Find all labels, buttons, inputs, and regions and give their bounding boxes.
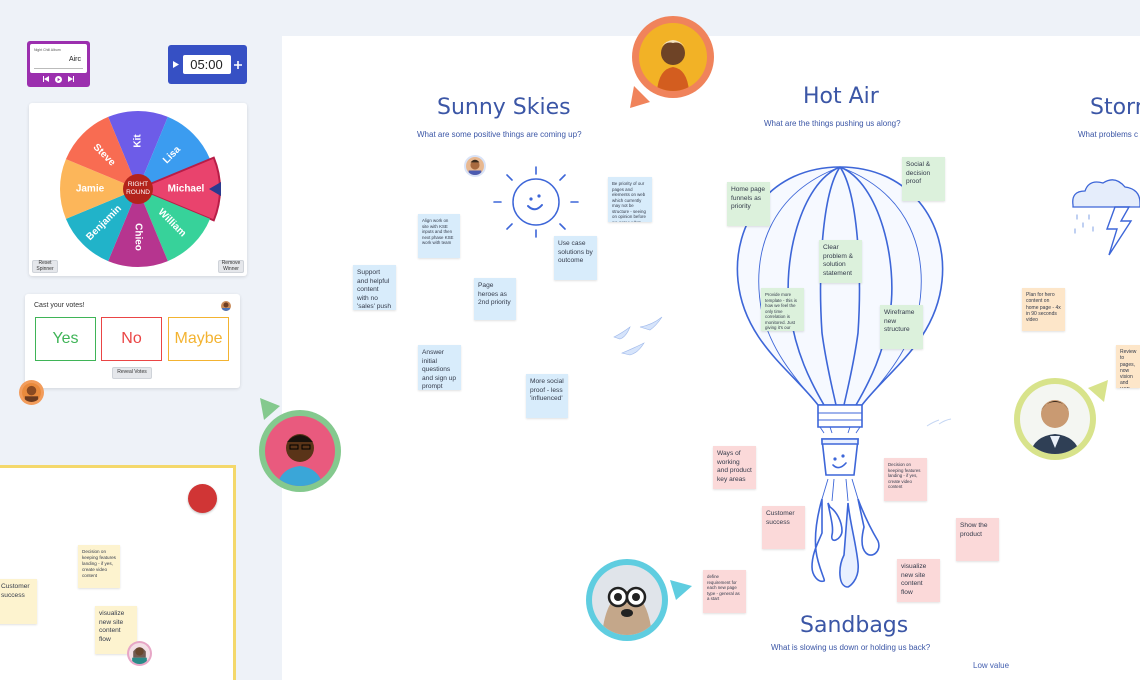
cursor-pointer-icon [670,580,692,600]
sticky-note[interactable]: visualize new site content flow [897,559,940,602]
sticky-note[interactable]: define requirement for each new page typ… [703,570,746,613]
sticky-note[interactable]: Customer success [0,579,37,624]
vote-maybe-label: Maybe [174,330,223,347]
prev-icon[interactable] [43,76,49,82]
wheel-slice [108,189,168,267]
avatar [221,301,231,311]
sticky-note[interactable]: Review to pages, now vision and KSE def … [1116,345,1140,388]
sticky-note[interactable]: Align work on site with KSE inputs and t… [418,214,460,258]
wheel-slice-label: Chieo [132,223,143,251]
vote-no-button[interactable]: No [101,317,162,361]
section-title-hot-air: Hot Air [803,84,879,109]
collaborator-avatar [259,410,341,492]
collaborator-avatar [632,16,714,98]
sticky-note[interactable]: Support and helpful content with no 'sal… [353,265,396,310]
sticky-note[interactable]: Decision on keeping features landing - i… [78,545,120,588]
sticky-note[interactable]: Use case solutions by outcome [554,236,597,280]
wheel-center-label: ROUND [126,189,150,196]
avatar [464,155,486,177]
wheel-slice-label: Jamie [76,184,105,195]
next-icon[interactable] [68,76,74,82]
section-subtitle-storm: What problems c [1078,130,1139,139]
sticky-note[interactable]: Be priority of our pages and elements on… [608,177,652,222]
sticky-note[interactable]: Social & decision proof [902,157,945,201]
vote-title: Cast your votes! [34,302,85,309]
timer-widget[interactable]: 05:00 [168,45,247,84]
red-dot[interactable] [188,484,217,513]
music-player[interactable]: Night Chill Album Airc [27,41,90,87]
wheel-slice [60,159,139,219]
sticky-note[interactable]: Ways of working and product key areas [713,446,756,489]
section-subtitle-sandbags: What is slowing us down or holding us ba… [771,643,931,652]
wheel-slice [138,189,211,262]
wheel-slice [108,111,168,189]
wheel-center[interactable] [123,174,153,204]
remove-winner-button[interactable]: Remove Winner [218,260,244,273]
wheel-slice-label: Michael [168,184,205,195]
sun-icon [493,166,579,238]
sticky-note[interactable]: Clear problem & solution statement [819,240,862,283]
cursor-pointer-icon [630,86,650,108]
section-title-storm: Storm [1090,95,1140,120]
play-icon[interactable] [55,76,62,83]
birds-icon [926,418,952,427]
wheel-slice [138,116,211,189]
wheel-pointer-icon [209,182,221,196]
collaborator-avatar [586,559,668,641]
collaborator-avatar [1014,378,1096,460]
play-icon[interactable] [173,61,179,68]
sticky-note[interactable]: More social proof - less 'influenced' [526,374,568,418]
cursor-pointer-icon [260,398,280,420]
music-player-screen: Night Chill Album Airc [30,44,87,73]
wheel-slice [65,116,138,189]
progress-bar[interactable] [34,68,83,69]
sticky-note[interactable]: Show the product [956,518,999,561]
section-title-sandbags: Sandbags [800,613,909,638]
sticky-note[interactable]: Decision on keeping features landing - i… [884,458,927,501]
avatar [127,641,152,666]
timer-display: 05:00 [182,55,231,74]
section-subtitle-hot-air: What are the things pushing us along? [764,119,901,128]
avatar [19,380,44,405]
section-subtitle-sunny: What are some positive things are coming… [417,130,582,139]
vote-no-label: No [121,330,142,347]
section-title-sunny: Sunny Skies [437,95,571,120]
wheel-center-label: RIGHT [128,181,148,188]
vote-yes-button[interactable]: Yes [35,317,96,361]
plus-icon[interactable] [234,60,242,69]
sticky-note[interactable]: Page heroes as 2nd priority [474,278,516,320]
vote-yes-label: Yes [52,330,79,347]
sticky-note[interactable]: Wireframe new structure [880,305,923,349]
sticky-note[interactable]: Home page funnels as priority [727,182,770,226]
wheel-slice-label: Kit [133,134,144,148]
sticky-note[interactable]: Provide more template - this is how we f… [761,288,804,331]
low-value-label: Low value [973,661,1010,670]
left-frame: Decision on keeping features landing - i… [0,465,236,680]
birds-icon [613,316,663,356]
sticky-note[interactable]: Customer success [762,506,805,549]
reveal-votes-button[interactable]: Reveal Votes [112,367,152,379]
vote-maybe-button[interactable]: Maybe [168,317,229,361]
spinner-wheel[interactable]: KitLisaMichaelWilliamChieoBenjaminJamieS… [53,108,223,270]
sticky-note[interactable]: Plan for hero content on home page - 4x … [1022,288,1065,331]
sticky-note[interactable]: Answer initial questions and sign up pro… [418,345,461,390]
reset-spinner-button[interactable]: Reset Spinner [32,260,58,273]
wheel-slice [65,189,138,262]
storm-cloud-icon [1072,179,1140,256]
cursor-pointer-icon [1088,380,1108,402]
vote-widget: Cast your votes! Yes No Maybe Reveal Vot… [25,294,240,388]
track-title: Airc [68,56,81,63]
album-title: Night Chill Album [34,48,61,52]
